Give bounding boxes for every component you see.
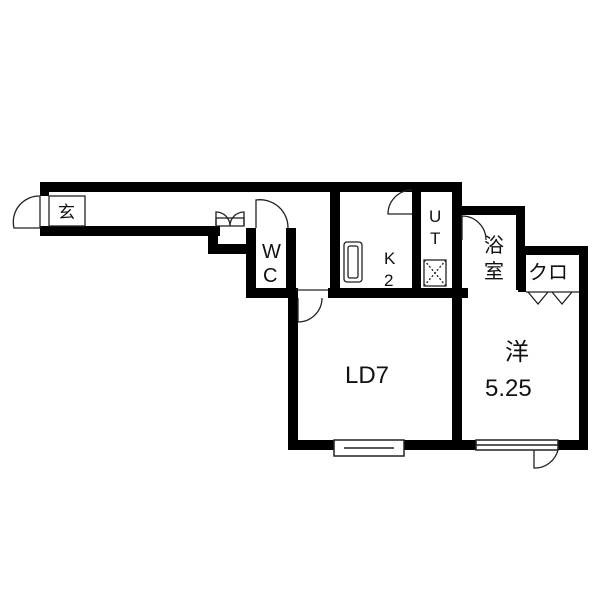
kitchen-label-2: 2 [384,271,393,290]
wall-corridor-bottom [40,226,220,236]
closet-label: クロ [528,261,568,284]
entry-door [12,195,41,229]
kitchen-label-1: K [384,249,396,268]
wall-corridor-top [40,182,462,192]
ut-label-2: T [430,229,440,248]
wall-ld-top [328,288,468,298]
wall-western-left [452,288,462,450]
wall-kitchen-left [330,182,340,298]
wall-notch-a [208,226,218,254]
wall-ld-bottom-right [404,440,464,450]
wall-western-bottom-left [454,440,476,450]
western-door [533,449,559,469]
western-label-2: 5.25 [485,375,532,402]
genkan-box [48,195,86,227]
ld-door [297,297,323,323]
wall-ut-left [412,182,421,298]
ut-door [387,189,413,215]
wall-closet-left [518,246,526,292]
genkan-label: 玄 [58,203,75,222]
wall-western-bottom-right [558,440,588,450]
western-label-1: 洋 [505,339,529,366]
wall-ut-right [452,182,462,298]
wall-ld-left [288,288,298,450]
wall-ld-bottom-left [288,440,334,450]
cabinet-door [215,211,245,227]
closet-doors [527,291,573,306]
wc-label-1: W [262,241,281,263]
wall-entry-left-upper [40,182,49,196]
wall-closet-right [579,246,588,450]
wall-entry-left-lower [40,226,49,236]
wall-notch-b [208,244,246,254]
wc-door [255,199,289,229]
wall-bath-top [452,206,516,215]
windows [333,439,559,457]
wc-label-2: C [263,265,277,287]
doors [12,189,579,469]
fixtures [48,195,447,287]
bath-label-2: 室 [484,260,504,283]
bath-door [461,215,487,241]
bath-label-1: 浴 [484,234,504,257]
wall-closet-top [516,246,588,255]
wall-wc-right [286,228,296,298]
wall-wc-left [246,228,256,298]
wall-wc-bottom [246,288,296,298]
ut-label-1: U [429,207,441,226]
kitchen-sink [343,241,363,283]
window-ld [333,439,405,457]
walls [40,182,588,450]
washer-pan [423,259,447,287]
interiors [49,192,579,440]
ld-label: LD7 [345,362,389,389]
